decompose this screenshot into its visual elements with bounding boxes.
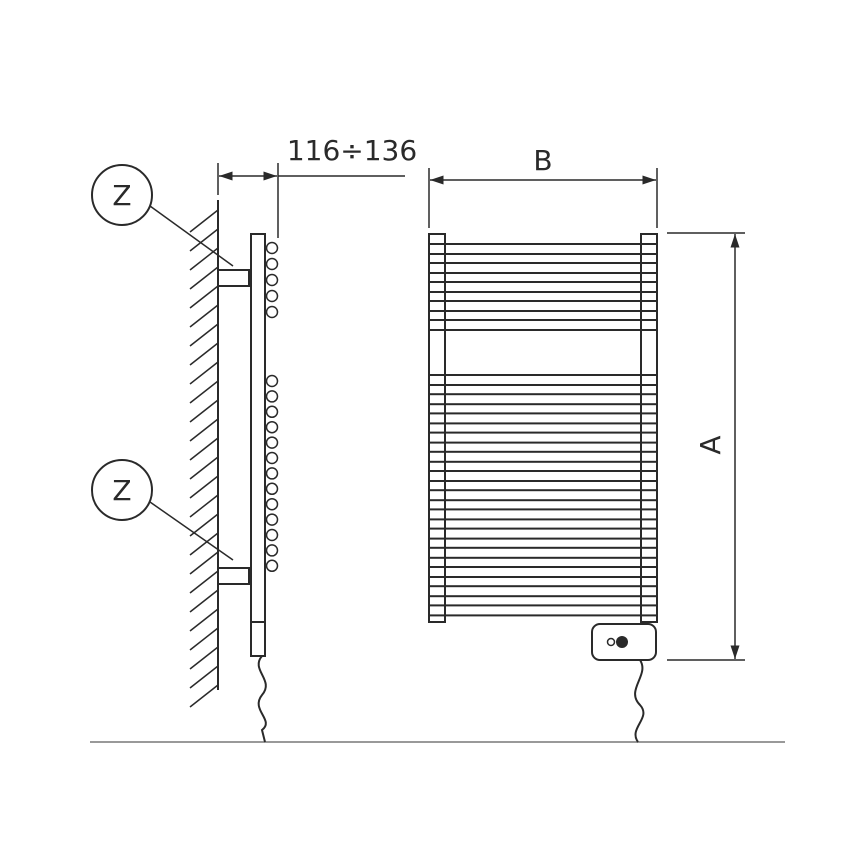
control-unit [591, 623, 657, 661]
hatch-line [189, 665, 219, 689]
hatch-line [189, 646, 219, 670]
hatch-line [189, 418, 219, 442]
tube-section [265, 467, 279, 480]
tube-section [265, 482, 279, 496]
hatch-line [189, 551, 219, 575]
tube-section [265, 544, 279, 557]
bracket-callout-lower [91, 459, 153, 521]
towel-bar [428, 412, 658, 425]
hatch-line [189, 266, 219, 290]
towel-bar [428, 585, 658, 598]
hatch-line [189, 608, 219, 632]
towel-bar [428, 319, 658, 331]
tube-section [265, 257, 279, 271]
towel-bar [428, 243, 658, 255]
hatch-line [189, 323, 219, 347]
hatch-line [189, 684, 219, 708]
hatch-line [189, 399, 219, 423]
hatch-line [189, 285, 219, 309]
tube-section [265, 241, 279, 255]
front-bars [428, 243, 658, 617]
side-heater-element [250, 621, 266, 657]
bracket-label-upper: Z [112, 179, 131, 212]
side-tubes [265, 241, 279, 573]
hatch-line [189, 209, 219, 233]
hatch-line [189, 437, 219, 461]
tube-section [265, 273, 279, 287]
right-rail [640, 233, 658, 623]
bracket-label-lower: Z [112, 474, 131, 507]
hatch-line [189, 570, 219, 594]
upper-bracket [217, 269, 250, 287]
tube-section [265, 405, 279, 419]
towel-bar [428, 374, 658, 386]
towel-bar [428, 470, 658, 482]
tube-section [265, 390, 279, 403]
towel-bar [428, 431, 658, 444]
wall-hatching [189, 209, 219, 708]
hatch-line [189, 589, 219, 613]
tube-section [265, 305, 279, 319]
height-dimension-label: A [694, 435, 727, 454]
hatch-line [189, 342, 219, 366]
lower-bracket [217, 567, 250, 585]
tube-section [265, 436, 279, 449]
side-cable [257, 655, 267, 743]
tube-section [265, 374, 279, 388]
towel-bar [428, 489, 658, 502]
hatch-line [189, 361, 219, 385]
hatch-line [189, 532, 219, 556]
towel-bar [428, 262, 658, 274]
control-knob-icon [606, 636, 628, 648]
hatch-line [189, 304, 219, 328]
depth-dimension-label: 116÷136 [287, 134, 417, 167]
side-view: Z Z 116÷136 [91, 134, 417, 743]
towel-bar [428, 604, 658, 617]
hatch-line [189, 380, 219, 404]
bracket-callout-upper [91, 164, 153, 226]
towel-bar [428, 566, 658, 578]
front-cable [634, 659, 645, 743]
towel-bar [428, 393, 658, 406]
side-rail [250, 233, 266, 623]
leader-lower [149, 501, 234, 561]
tube-section [265, 559, 279, 573]
towel-bar [428, 300, 658, 312]
hatch-line [189, 494, 219, 518]
tube-section [265, 528, 279, 542]
hatch-line [189, 456, 219, 480]
hatch-line [189, 475, 219, 499]
width-dimension-label: B [533, 144, 552, 177]
tube-section [265, 420, 279, 434]
towel-bar [428, 527, 658, 540]
left-rail [428, 233, 446, 623]
towel-bar [428, 546, 658, 559]
tube-section [265, 497, 279, 511]
tube-section [265, 513, 279, 526]
tube-section [265, 289, 279, 303]
hatch-line [189, 627, 219, 651]
towel-bar [428, 281, 658, 293]
hatch-line [189, 228, 219, 252]
leader-upper [149, 205, 234, 267]
front-view: B A [428, 144, 745, 743]
towel-bar [428, 508, 658, 521]
towel-bar [428, 450, 658, 463]
tube-section [265, 451, 279, 465]
